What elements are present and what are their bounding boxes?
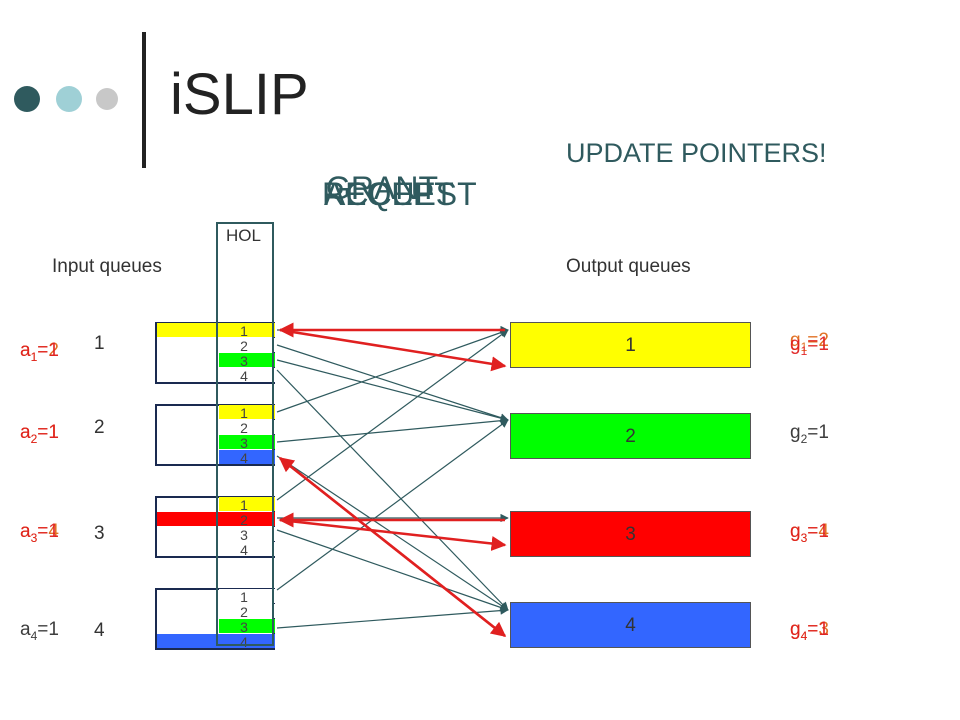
queue-cell-number: 2 [240,512,248,528]
request-line [276,416,509,443]
queue-cell-blue [219,450,275,464]
grant-pointer: g2=1 [790,422,829,446]
queue-cell-number: 3 [240,435,248,451]
input-queues-label: Input queues [52,256,162,277]
queue-cell-white [219,604,275,618]
queue-cell-white [219,589,275,603]
queue-cell-number: 1 [240,589,248,605]
phase-label-accept: ACCEPT [324,176,454,212]
queue-cell-number: 1 [240,405,248,421]
accept-pointer: a2=1 [20,422,59,446]
queue-cell-white [219,420,275,434]
queue-cell-number: 3 [240,619,248,635]
queue-cell-number: 1 [240,497,248,513]
output-queue-2: 2 [510,413,751,459]
output-port-number: 3 [625,524,636,545]
queue-cell-white [219,542,275,556]
request-line [276,344,509,422]
hol-column [216,222,274,646]
bullet-dot-light [56,86,82,112]
grant-pointer: g3=1 [790,521,829,545]
accept-pointer: a3=4 [20,521,59,545]
phase-label-grant: GRANT [326,170,438,206]
accept-pointer: a3=1 [20,521,59,545]
request-line [276,606,509,629]
input-port-number: 4 [94,620,105,641]
queue-cell-number: 3 [240,353,248,369]
queue-cell-number: 3 [240,527,248,543]
bullet-dot-grey [96,88,118,110]
accept-line [279,328,507,372]
queue-cell-number: 2 [240,338,248,354]
accept-line [279,457,507,637]
output-queue-1: 1 [510,322,751,368]
queue-cell-white [219,338,275,352]
output-queue-4: 4 [510,602,751,648]
request-line [276,369,509,611]
request-line [276,419,509,591]
request-line [276,359,509,423]
queue-cell-number: 2 [240,420,248,436]
queue-cell-number: 2 [240,604,248,620]
request-line [276,329,509,501]
grant-pointer: g4=3 [790,619,829,643]
accept-pointer: a4=1 [20,619,59,643]
accept-pointer: a2=1 [20,422,59,446]
phase-label-request: REQUEST [322,176,477,212]
accept-pointer: a1=2 [20,340,59,364]
accept-pointer: a1=1 [20,340,59,364]
request-line [276,328,509,413]
queue-cell-number: 4 [240,368,248,384]
output-port-number: 4 [625,615,636,636]
grant-pointer: g1=1 [790,334,829,358]
queue-cell-number: 1 [240,323,248,339]
input-port-number: 1 [94,333,105,354]
grant-pointer: g3=4 [790,521,829,545]
output-queue-3: 3 [510,511,751,557]
queue-cell-white [219,527,275,541]
title-divider [142,32,146,168]
queue-cell-number: 4 [240,542,248,558]
output-queues-label: Output queues [566,256,691,277]
page-title: iSLIP [170,62,309,127]
request-line [276,529,509,612]
queue-cell-yellow [219,405,275,419]
grant-pointer: g4=1 [790,619,829,643]
accept-line [279,518,507,551]
grant-pointer: g1=2 [790,330,829,354]
queue-cell-yellow [219,497,275,511]
queue-cell-green [219,353,275,367]
bullet-dot-dark [14,86,40,112]
queue-cell-number: 4 [240,634,248,650]
queue-cell-number: 4 [240,450,248,466]
hol-label: HOL [226,226,261,245]
update-pointers-text: UPDATE POINTERS! [566,138,827,168]
output-port-number: 2 [625,426,636,447]
input-port-number: 2 [94,417,105,438]
queue-cell-green [219,619,275,633]
output-port-number: 1 [625,335,636,356]
queue-cell-white [219,368,275,382]
queue-cell-green [219,435,275,449]
input-port-number: 3 [94,523,105,544]
